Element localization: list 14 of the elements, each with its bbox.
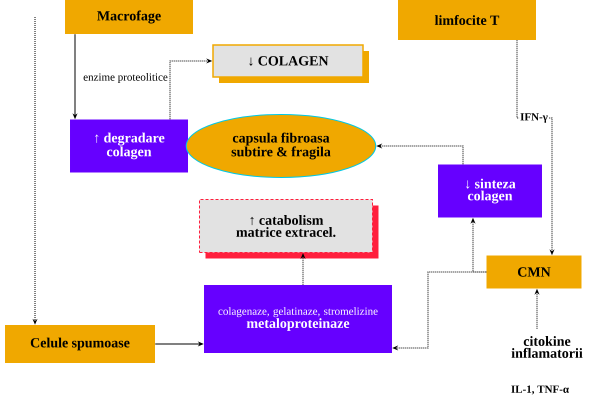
label-box: CMN xyxy=(486,256,582,288)
process-box: ↓ sinteza colagen xyxy=(438,164,542,218)
edge-label: enzime proteolitice xyxy=(82,72,169,84)
label-box: Celule spumoase xyxy=(5,325,155,363)
ellipse-node: capsula fibroasa subtire & fragila xyxy=(186,114,376,178)
process-box: ↑ degradare colagen xyxy=(70,120,188,172)
text-label: citokine inflamatorii xyxy=(512,336,583,358)
outcome-box: ↑ catabolism matrice extracel. xyxy=(199,199,378,258)
process-box: colagenaze, gelatinaze, stromelizine metaloproteinaze xyxy=(204,285,392,353)
edge-label: IFN-γ xyxy=(519,112,549,124)
label-box: limfocite T xyxy=(398,0,536,40)
label-box: Macrofage xyxy=(65,0,193,34)
beside-text: IL-1, TNF-α xyxy=(511,386,569,394)
outcome-box: ↓ COLAGEN xyxy=(212,44,369,83)
